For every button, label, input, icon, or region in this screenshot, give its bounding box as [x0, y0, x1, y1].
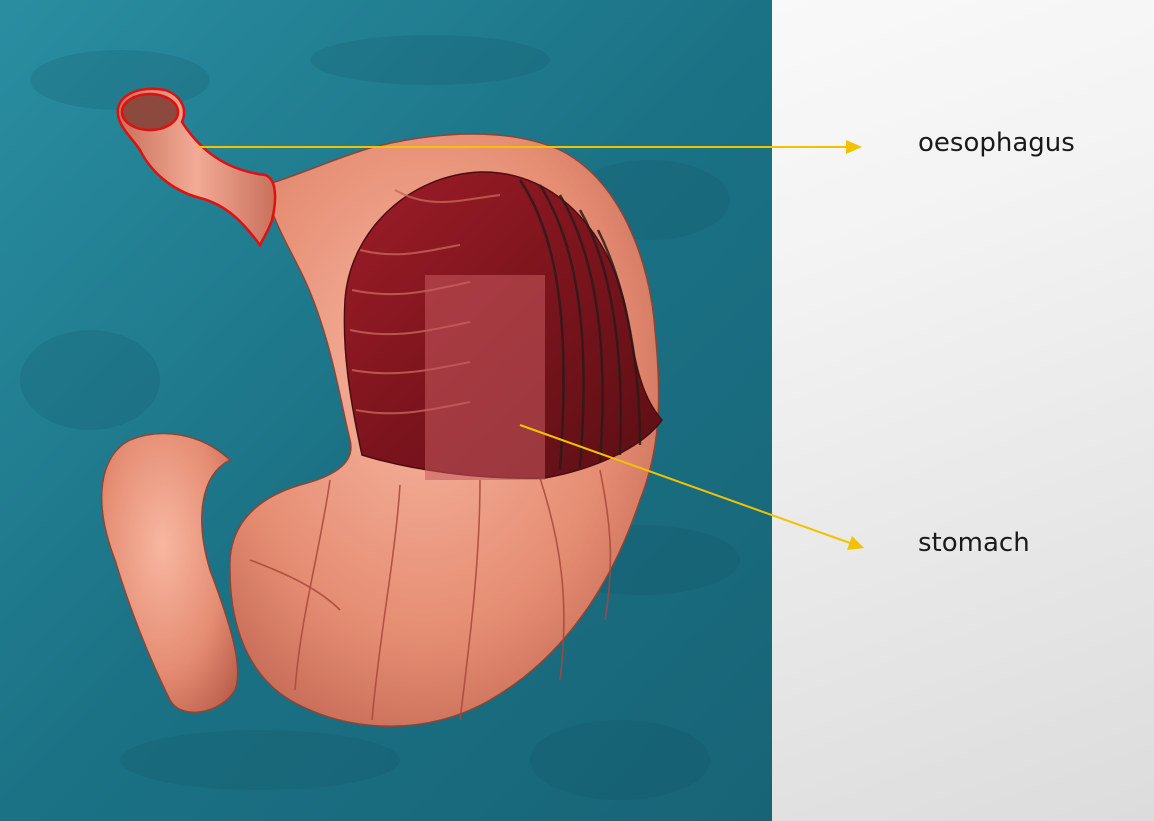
arrow-head-icon [846, 140, 862, 154]
arrow-head-icon [847, 536, 864, 550]
stomach-highlight [425, 275, 545, 480]
oesophagus-opening [122, 94, 178, 130]
label-stomach: stomach [918, 528, 1030, 558]
label-oesophagus: oesophagus [918, 128, 1075, 158]
